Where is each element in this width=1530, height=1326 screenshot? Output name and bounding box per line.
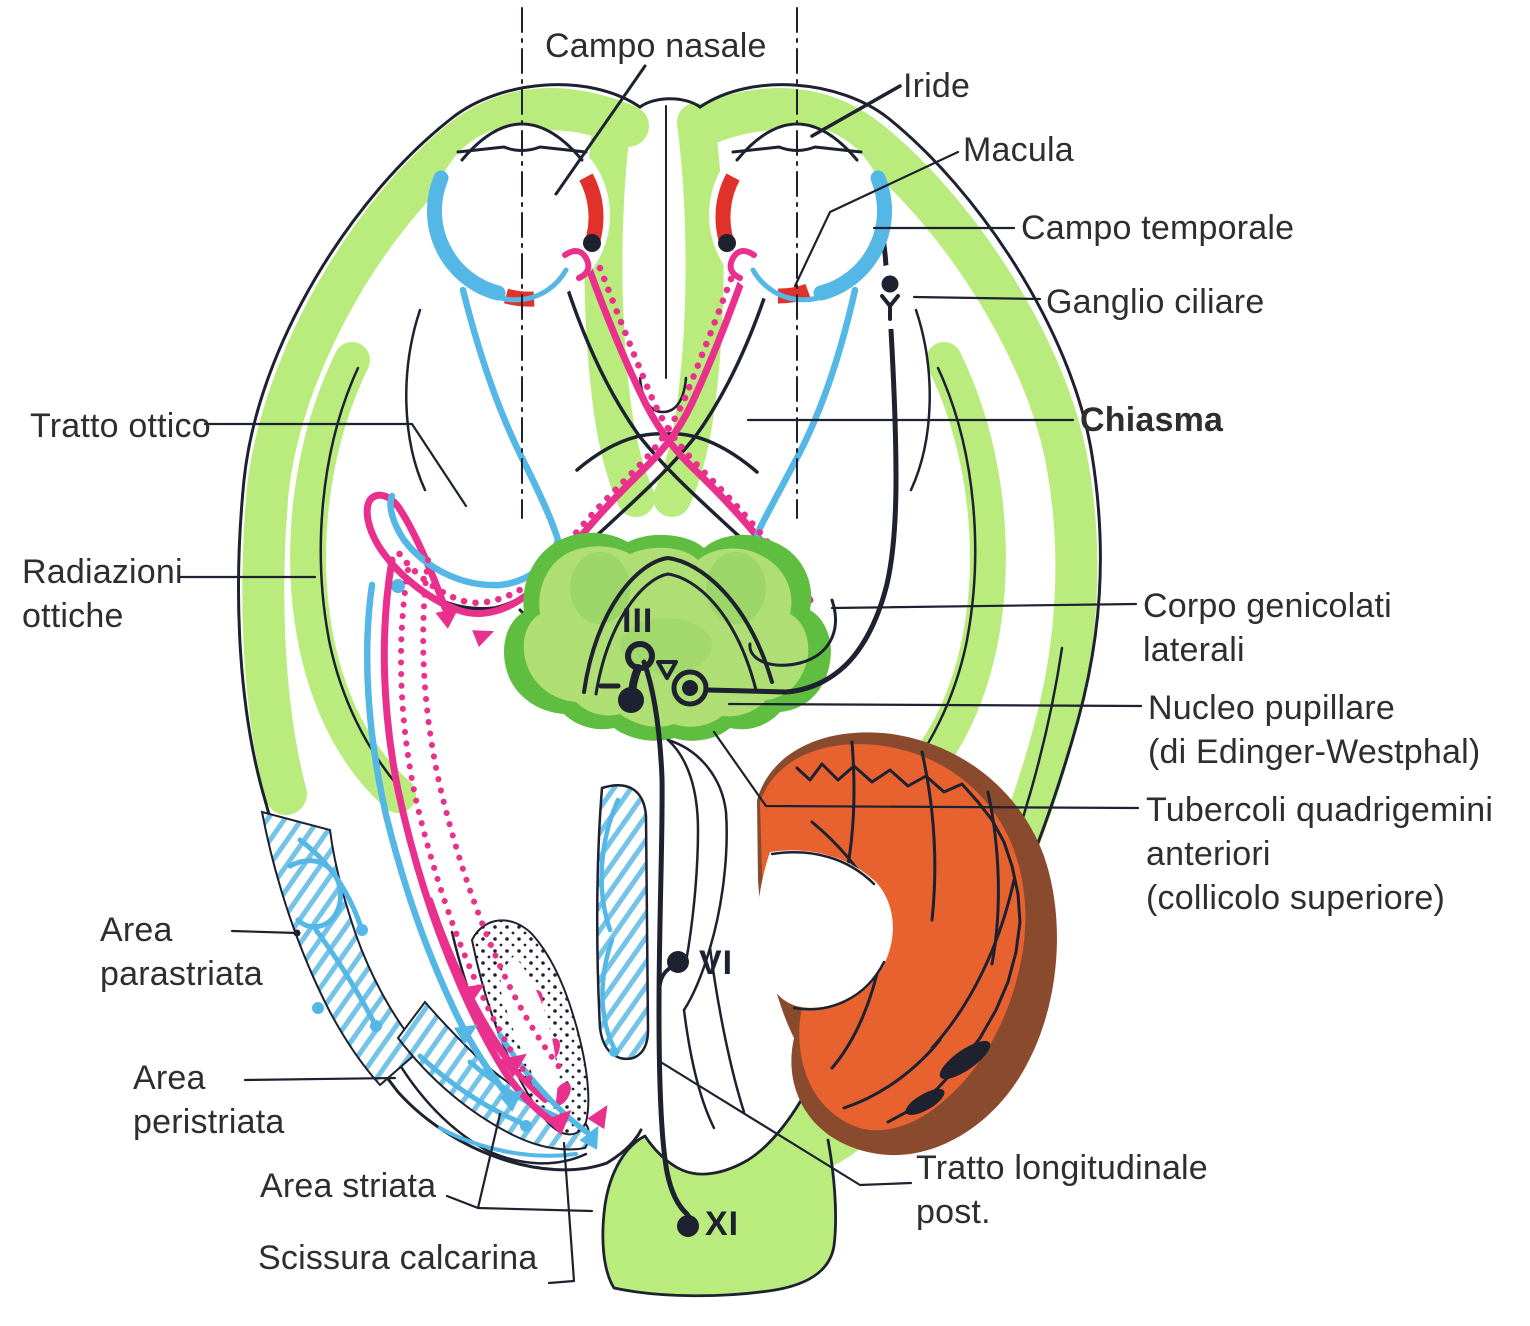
label-nucleus-iii: III xyxy=(622,602,654,640)
nucleus-xi-dot xyxy=(677,1215,699,1237)
label-tratto-longitudinale: Tratto longitudinale post. xyxy=(916,1149,1208,1232)
cerebellum xyxy=(757,732,1057,1156)
brainstem xyxy=(666,738,746,1130)
label-iride: Iride xyxy=(903,67,971,105)
nucleus-vi-dot xyxy=(667,951,689,973)
optical-axes xyxy=(521,7,798,519)
association-fibres xyxy=(287,837,578,1158)
pupillary-reflex-pathway xyxy=(641,135,915,1237)
label-tubercoli-quadrigemini: Tubercoli quadrigemini anteriori (collic… xyxy=(1146,791,1494,918)
label-campo-nasale: Campo nasale xyxy=(545,27,767,65)
midbrain xyxy=(504,532,831,741)
label-radiazioni-ottiche: Radiazioni ottiche xyxy=(22,553,183,636)
label-macula: Macula xyxy=(963,131,1074,169)
label-ganglio-ciliare: Ganglio ciliare xyxy=(1046,283,1265,321)
label-area-striata: Area striata xyxy=(260,1167,437,1205)
pointer-lines xyxy=(178,64,1143,1285)
label-nucleus-xi: XI xyxy=(705,1205,740,1243)
label-chiasma: Chiasma xyxy=(1080,401,1224,439)
label-tratto-ottico: Tratto ottico xyxy=(30,407,211,445)
label-area-peristriata: Area peristriata xyxy=(133,1059,285,1142)
label-campo-temporale: Campo temporale xyxy=(1021,209,1295,247)
label-scissura-calcarina: Scissura calcarina xyxy=(258,1239,538,1277)
ciliary-ganglion xyxy=(865,265,915,329)
label-area-parastriata: Area parastriata xyxy=(100,911,263,994)
spinal-cord xyxy=(602,1090,836,1296)
label-nucleus-vi: VI xyxy=(699,944,734,982)
right-medial-occipital-strip xyxy=(595,784,650,1061)
label-corpo-genicolati: Corpo genicolati laterali xyxy=(1143,587,1392,670)
area-parastriata-region xyxy=(260,810,422,1087)
calcarine-fissure xyxy=(500,956,558,1108)
label-nucleo-pupillare: Nucleo pupillare (di Edinger-Westphal) xyxy=(1148,689,1481,772)
